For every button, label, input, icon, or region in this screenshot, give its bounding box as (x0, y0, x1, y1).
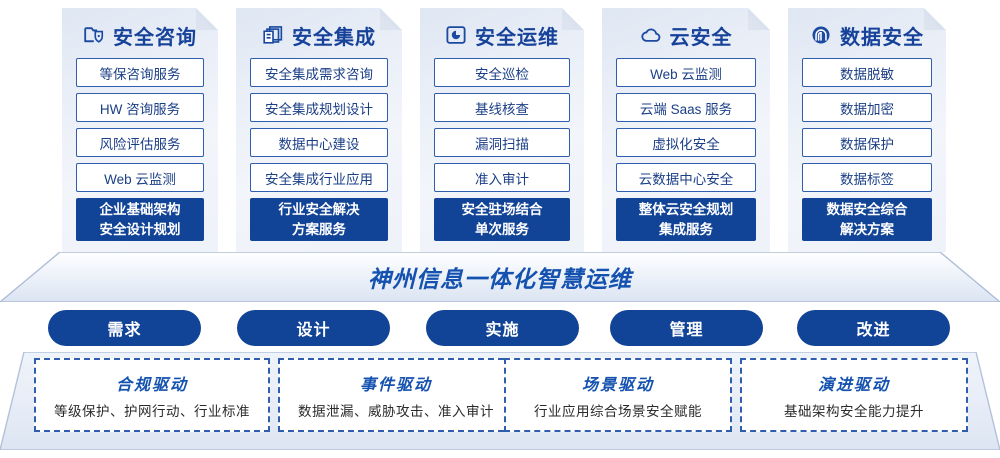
pillar-highlight-line2: 安全设计规划 (99, 221, 181, 237)
driver-card-scenario[interactable]: 场景驱动 行业应用综合场景安全赋能 (504, 358, 732, 432)
pillar-highlight[interactable]: 企业基础架构 安全设计规划 (76, 198, 204, 241)
pillar-highlight[interactable]: 数据安全综合 解决方案 (802, 198, 932, 241)
pillar-items: Web 云监测 云端 Saas 服务 虚拟化安全 云数据中心安全 整体云安全规划… (602, 58, 770, 241)
platform-banner-title: 神州信息一体化智慧运维 (368, 266, 632, 292)
pillar-item[interactable]: HW 咨询服务 (76, 93, 204, 122)
stacked-documents-icon (262, 24, 284, 46)
pillar-card-security-integration[interactable]: 安全集成 安全集成需求咨询 安全集成规划设计 数据中心建设 安全集成行业应用 行… (236, 8, 402, 252)
corner-fold (562, 8, 584, 30)
stage-pill-improvement[interactable]: 改进 (797, 310, 950, 346)
pillar-title: 安全运维 (475, 26, 559, 49)
pillar-item[interactable]: 数据中心建设 (250, 128, 388, 157)
folder-shield-icon (83, 24, 105, 46)
pillar-item[interactable]: 基线核查 (434, 93, 570, 122)
pillar-highlight-line2: 集成服务 (659, 221, 713, 237)
pillar-item[interactable]: 风险评估服务 (76, 128, 204, 157)
pillar-title: 数据安全 (840, 26, 924, 49)
pillar-highlight-line2: 单次服务 (475, 221, 529, 237)
pillar-highlight-line2: 解决方案 (840, 221, 894, 237)
stage-pill-row: 需求 设计 实施 管理 改进 (0, 310, 1000, 346)
pillar-item[interactable]: Web 云监测 (76, 163, 204, 192)
pillar-item[interactable]: 数据脱敏 (802, 58, 932, 87)
pillar-title: 云安全 (669, 26, 733, 49)
pillar-item[interactable]: 等保咨询服务 (76, 58, 204, 87)
driver-title: 合规驱动 (115, 376, 188, 394)
pillar-item[interactable]: 数据标签 (802, 163, 932, 192)
pillar-item[interactable]: 准入审计 (434, 163, 570, 192)
pillar-item[interactable]: 安全集成行业应用 (250, 163, 388, 192)
stage-pill-implementation[interactable]: 实施 (426, 310, 579, 346)
corner-fold (924, 8, 946, 30)
pillar-header: 安全运维 (420, 12, 584, 58)
driver-subtitle: 等级保护、护网行动、行业标准 (54, 403, 250, 419)
pillar-item[interactable]: Web 云监测 (616, 58, 756, 87)
driver-subtitle: 行业应用综合场景安全赋能 (534, 403, 702, 419)
pillar-highlight-line1: 企业基础架构 (99, 201, 181, 217)
pillar-highlight-line2: 方案服务 (292, 221, 346, 237)
pillar-item[interactable]: 安全巡检 (434, 58, 570, 87)
pillar-item[interactable]: 数据加密 (802, 93, 932, 122)
driver-row: 合规驱动 等级保护、护网行动、行业标准 事件驱动 数据泄漏、威胁攻击、准入审计 … (0, 352, 1000, 450)
driver-title: 演进驱动 (817, 376, 890, 394)
corner-fold (196, 8, 218, 30)
pillar-card-security-operations[interactable]: 安全运维 安全巡检 基线核查 漏洞扫描 准入审计 安全驻场结合 单次服务 (420, 8, 584, 252)
pillar-row: 安全咨询 等保咨询服务 HW 咨询服务 风险评估服务 Web 云监测 企业基础架… (0, 0, 1000, 256)
pillar-item[interactable]: 数据保护 (802, 128, 932, 157)
pillar-header: 安全咨询 (62, 12, 218, 58)
pillar-card-data-security[interactable]: 数据安全 数据脱敏 数据加密 数据保护 数据标签 数据安全综合 解决方案 (788, 8, 946, 252)
driver-card-incident[interactable]: 事件驱动 数据泄漏、威胁攻击、准入审计 (278, 358, 514, 432)
driver-title: 场景驱动 (581, 376, 654, 394)
stage-pill-demand[interactable]: 需求 (48, 310, 201, 346)
pillar-card-security-consulting[interactable]: 安全咨询 等保咨询服务 HW 咨询服务 风险评估服务 Web 云监测 企业基础架… (62, 8, 218, 252)
pillar-item[interactable]: 云数据中心安全 (616, 163, 756, 192)
fingerprint-icon (810, 24, 832, 46)
corner-fold (748, 8, 770, 30)
pillar-item[interactable]: 漏洞扫描 (434, 128, 570, 157)
pillar-highlight-line1: 数据安全综合 (826, 201, 908, 217)
pillar-items: 安全巡检 基线核查 漏洞扫描 准入审计 安全驻场结合 单次服务 (420, 58, 584, 241)
pillar-highlight-line1: 行业安全解决 (278, 201, 360, 217)
chart-monitor-icon (445, 24, 467, 46)
pillar-highlight-line1: 安全驻场结合 (461, 201, 543, 217)
driver-card-compliance[interactable]: 合规驱动 等级保护、护网行动、行业标准 (34, 358, 270, 432)
pillar-item[interactable]: 云端 Saas 服务 (616, 93, 756, 122)
pillar-highlight[interactable]: 整体云安全规划 集成服务 (616, 198, 756, 241)
pillar-highlight[interactable]: 安全驻场结合 单次服务 (434, 198, 570, 241)
driver-band-outline (0, 352, 1000, 450)
pillar-title: 安全咨询 (113, 26, 197, 49)
pillar-highlight-line1: 整体云安全规划 (638, 201, 734, 217)
pillar-header: 数据安全 (788, 12, 946, 58)
pillar-title: 安全集成 (292, 26, 376, 49)
pillar-card-cloud-security[interactable]: 云安全 Web 云监测 云端 Saas 服务 虚拟化安全 云数据中心安全 整体云… (602, 8, 770, 252)
pillar-item[interactable]: 安全集成规划设计 (250, 93, 388, 122)
pillar-header: 云安全 (602, 12, 770, 58)
pillar-items: 数据脱敏 数据加密 数据保护 数据标签 数据安全综合 解决方案 (788, 58, 946, 241)
driver-subtitle: 基础架构安全能力提升 (784, 403, 924, 419)
pillar-item[interactable]: 虚拟化安全 (616, 128, 756, 157)
pillar-items: 等保咨询服务 HW 咨询服务 风险评估服务 Web 云监测 企业基础架构 安全设… (62, 58, 218, 241)
driver-title: 事件驱动 (359, 376, 432, 394)
stage-pill-management[interactable]: 管理 (610, 310, 763, 346)
pillar-highlight[interactable]: 行业安全解决 方案服务 (250, 198, 388, 241)
driver-subtitle: 数据泄漏、威胁攻击、准入审计 (298, 403, 494, 419)
stage-pill-design[interactable]: 设计 (237, 310, 390, 346)
pillar-header: 安全集成 (236, 12, 402, 58)
corner-fold (380, 8, 402, 30)
cloud-icon (640, 24, 662, 46)
pillar-items: 安全集成需求咨询 安全集成规划设计 数据中心建设 安全集成行业应用 行业安全解决… (236, 58, 402, 241)
pillar-item[interactable]: 安全集成需求咨询 (250, 58, 388, 87)
driver-card-evolution[interactable]: 演进驱动 基础架构安全能力提升 (740, 358, 968, 432)
